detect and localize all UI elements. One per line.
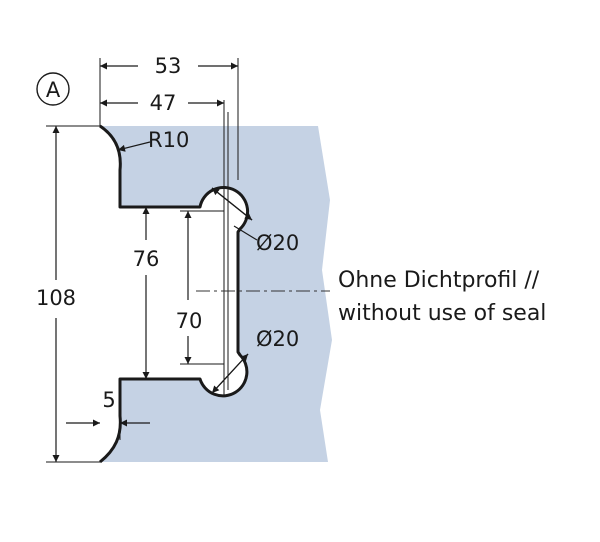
dim-bore-spacing: 70 — [176, 309, 203, 333]
dim-leader-dia-upper-c — [233, 225, 258, 241]
dim-diameter-upper: Ø20 — [256, 231, 299, 255]
note-line-1: Ohne Dichtprofil // — [338, 268, 540, 293]
note-line-2: without use of seal — [338, 301, 546, 326]
detail-label-circle — [36, 72, 70, 106]
glass-profile-body — [100, 126, 332, 462]
dim-height-total: 108 — [36, 286, 76, 310]
detail-label: A — [46, 78, 61, 102]
profile-contour — [99, 124, 250, 464]
dim-leader-r10 — [117, 141, 151, 152]
dim-diameter-lower: Ø20 — [256, 327, 299, 351]
dim-leader-dia-lower-b — [211, 353, 249, 394]
dim-lip: 5 — [102, 388, 115, 412]
dim-corner-radius: R10 — [148, 128, 189, 152]
dim-height-jaw: 76 — [133, 247, 160, 271]
dim-width-inner: 47 — [150, 91, 177, 115]
dim-width-outer: 53 — [155, 54, 182, 78]
dim-leader-dia-upper-b — [211, 187, 253, 221]
